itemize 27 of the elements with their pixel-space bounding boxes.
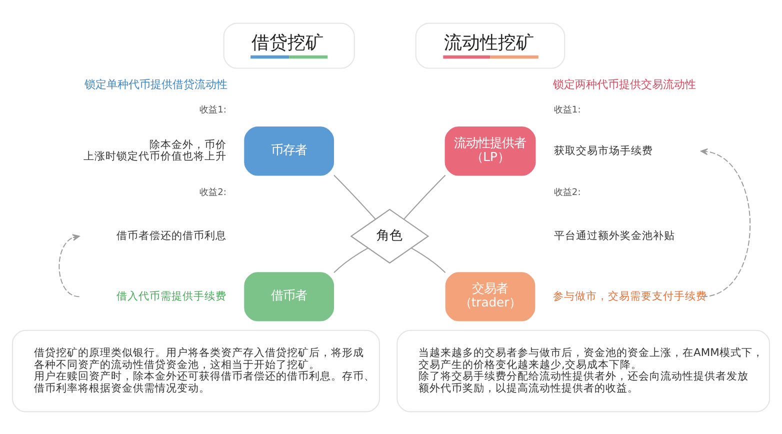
node-box: 当越来越多的交易者参与做市后，资金池的资金上涨，在AMM模式下，交易产生的价格变化越来越少,交易成本下降。 除了将交易手续费分配给流动性提供者外，还会向流动性提供者发放额外代币奖励，以提高流动性提供者的收益。 bbox=[396, 329, 770, 412]
label: 锁定两种代币提供交易流动性 bbox=[552, 77, 696, 90]
label: 收益2: bbox=[200, 187, 226, 198]
label: 收益1: bbox=[554, 104, 581, 115]
node-box: 流动性提供者（LP） bbox=[444, 126, 536, 176]
connector bbox=[404, 174, 446, 220]
connector bbox=[334, 174, 376, 220]
connector bbox=[334, 247, 368, 273]
node-box: 借贷挖矿 bbox=[223, 22, 355, 68]
label: 平台通过额外奖金池补贴 bbox=[554, 228, 675, 242]
node-text: 参与做市，交易需要支付手续费 bbox=[552, 288, 707, 302]
node-text: 借入代币需提供手续费 bbox=[116, 288, 226, 302]
arrow bbox=[58, 234, 80, 297]
arrow bbox=[700, 148, 751, 297]
node-box: 交易者（trader） bbox=[445, 272, 536, 321]
node-box: 币存者 bbox=[244, 126, 334, 176]
label: 收益1: bbox=[200, 104, 226, 115]
node-text: 借币者偿还的借币利息 bbox=[116, 228, 226, 242]
label: 锁定单种代币提供借贷流动性 bbox=[84, 77, 228, 90]
node-box: 借贷挖矿的原理类似银行。用户将各类资产存入借贷挖矿后，将形成各种不同资产的流动性借贷资金池，这相当于开始了挖矿。 用户在赎回资产时，除本金外还可获得借币者偿还的借币利息。存币、借币利率将根据资金供需情况变动。 bbox=[12, 329, 380, 412]
node-box: 借币者 bbox=[244, 272, 334, 321]
node-box: 流动性挖矿 bbox=[415, 22, 566, 68]
node-diamond: 角色 bbox=[350, 208, 430, 264]
node-text: 获取交易市场手续费 bbox=[554, 143, 653, 156]
connector bbox=[410, 247, 446, 273]
label: 收益2: bbox=[554, 187, 581, 198]
label: 除本金外，币价上涨时锁定代币价值也将上升 bbox=[83, 137, 226, 162]
